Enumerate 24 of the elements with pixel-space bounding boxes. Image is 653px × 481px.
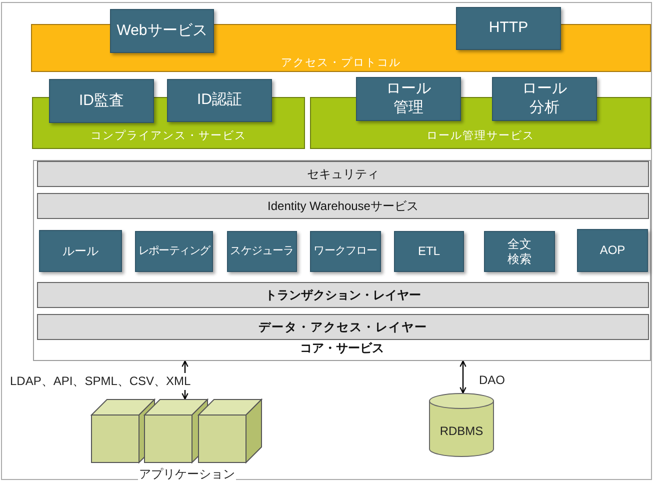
service-box: 全文検索 (484, 231, 555, 272)
caption: アプリケーション (138, 466, 236, 481)
edge-label: LDAP、API、SPML、CSV、XML (9, 373, 192, 390)
layer-bar: Identity Warehouseサービス (37, 193, 649, 219)
layer-bar: データ・アクセス・レイヤー (37, 314, 649, 340)
service-box: ETL (394, 231, 464, 272)
edge-label: DAO (478, 373, 506, 387)
layer-title: コア・サービス (300, 340, 384, 357)
service-box: ID監査 (49, 79, 154, 123)
layer-bar: トランザクション・レイヤー (37, 282, 649, 308)
service-box: ロール分析 (492, 77, 597, 121)
layer-frame (33, 160, 651, 361)
layer-bar: セキュリティ (37, 161, 649, 187)
service-box: ロール管理 (356, 77, 461, 121)
service-box: レポーティング (135, 231, 213, 272)
service-box: ワークフロー (310, 231, 381, 272)
cube (198, 399, 262, 463)
double-arrow (460, 360, 466, 394)
service-box: AOP (577, 229, 648, 272)
service-box: HTTP (456, 7, 561, 50)
service-box: スケジューラ (227, 231, 297, 272)
service-box: ID認証 (167, 79, 272, 122)
service-box: ルール (39, 230, 122, 272)
service-box: Webサービス (110, 9, 214, 53)
